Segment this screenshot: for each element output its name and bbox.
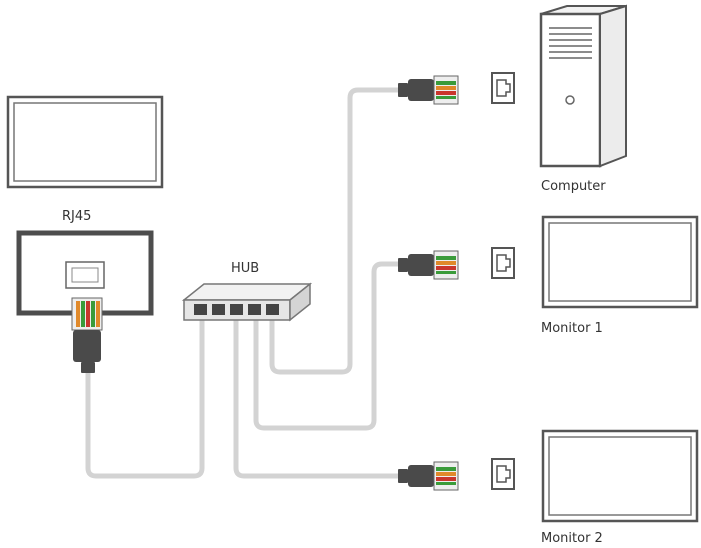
cable-hub-to-monitor1 [253, 261, 401, 431]
computer-tower [539, 4, 627, 168]
cable-rj45-to-hub [85, 315, 205, 479]
computer-label: Computer [541, 179, 606, 194]
plug-monitor-1 [397, 247, 515, 280]
hub-label: HUB [231, 261, 259, 276]
monitor-2 [541, 429, 699, 523]
cable-hub-to-computer [269, 87, 401, 375]
monitor-1 [541, 215, 699, 309]
plug-computer [397, 72, 515, 105]
network-cables [85, 87, 401, 479]
rj45-label: RJ45 [62, 209, 91, 224]
network-hub [181, 282, 313, 322]
cable-hub-to-monitor2 [233, 315, 401, 479]
display-unit [6, 95, 164, 189]
monitor-2-label: Monitor 2 [541, 531, 603, 546]
rj45-plug [71, 297, 103, 373]
monitor-1-label: Monitor 1 [541, 321, 603, 336]
plug-monitor-2 [397, 458, 515, 491]
